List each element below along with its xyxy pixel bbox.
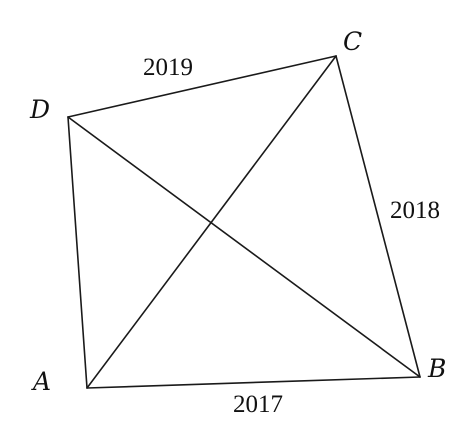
vertex-label-c: C	[343, 27, 362, 56]
side-da	[67, 116, 88, 389]
vertex-label-b: B	[427, 354, 446, 383]
side-cd	[67, 55, 337, 118]
side-bc	[335, 55, 421, 378]
vertex-label-d: D	[29, 95, 50, 124]
length-label-ab: 2017	[233, 391, 283, 418]
length-label-cb: 2018	[390, 197, 440, 224]
length-label-dc: 2019	[143, 54, 193, 81]
diagonal-db	[67, 116, 421, 378]
side-ab	[86, 376, 421, 389]
vertex-label-a: A	[31, 367, 51, 396]
